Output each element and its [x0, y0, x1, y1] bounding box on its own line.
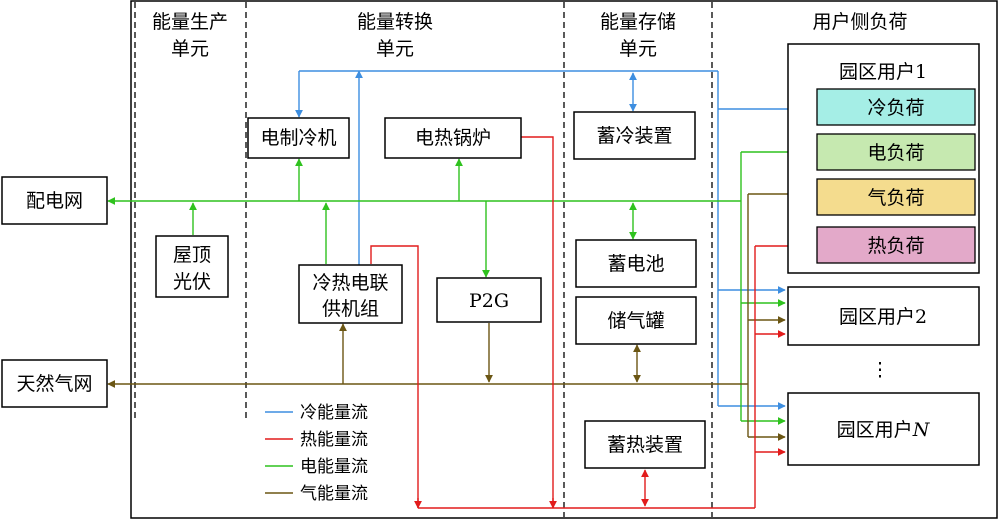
- cold-load-box: [816, 88, 976, 126]
- electric-chiller-node: 电制冷机: [247, 117, 350, 159]
- outer-frame: [130, 0, 998, 519]
- header-production-line1: 能量生产: [152, 11, 228, 33]
- cold-storage-node: 蓄冷装置: [573, 111, 696, 160]
- gas-grid-node: 天然气网: [1, 359, 108, 408]
- p2g-node: P2G: [436, 277, 542, 323]
- header-conversion-line2: 单元: [376, 38, 414, 60]
- rooftop-pv-node: 屋顶 光伏: [155, 235, 229, 298]
- heat-load-box: [816, 226, 976, 264]
- user2-label: 园区用户2: [839, 306, 927, 328]
- heat-flow-lines: [370, 136, 816, 509]
- header-user-load: 用户侧负荷: [812, 11, 907, 33]
- header-storage-line1: 能量存储: [600, 11, 676, 33]
- gas-tank-node: 储气罐: [575, 296, 697, 345]
- header-storage-line2: 单元: [619, 38, 657, 60]
- user1-label: 园区用户1: [839, 61, 927, 83]
- header-production-line2: 单元: [171, 38, 209, 60]
- elec-load-box: [816, 133, 976, 171]
- cold-load-label: 冷负荷: [867, 97, 924, 119]
- legend: 冷能量流 热能量流 电能量流 气能量流: [265, 403, 368, 504]
- rooftop-pv-label-line2: 光伏: [173, 271, 211, 293]
- legend-gas-label: 气能量流: [300, 484, 368, 504]
- power-grid-node: 配电网: [1, 176, 108, 225]
- legend-elec-label: 电能量流: [300, 457, 368, 477]
- gas-load-label: 气负荷: [867, 187, 924, 209]
- userN-node: 园区用户N: [787, 392, 980, 466]
- rooftop-pv-label-line1: 屋顶: [173, 244, 211, 266]
- gas-load-box: [816, 178, 976, 216]
- elec-flow-lines: [107, 148, 816, 425]
- p2g-label: P2G: [469, 290, 509, 312]
- user1-group: 园区用户1 冷负荷 电负荷 气负荷 热负荷: [787, 43, 980, 274]
- chp-unit-label-line2: 供机组: [322, 298, 379, 320]
- cold-storage-label: 蓄冷装置: [596, 125, 672, 147]
- users-ellipsis: ⋮: [871, 359, 890, 381]
- electric-boiler-label: 电热锅炉: [415, 127, 491, 149]
- elec-load-label: 电负荷: [867, 142, 924, 164]
- heat-load-label: 热负荷: [867, 235, 924, 257]
- legend-heat-label: 热能量流: [300, 430, 368, 450]
- header-conversion-line1: 能量转换: [357, 11, 433, 33]
- chp-unit-label-line1: 冷热电联: [312, 272, 388, 294]
- userN-label: 园区用户N: [837, 419, 931, 441]
- chp-unit-node: 冷热电联 供机组: [298, 264, 403, 324]
- gas-flow-lines: [107, 190, 816, 441]
- gas-tank-label: 储气罐: [607, 310, 664, 332]
- electric-chiller-label: 电制冷机: [260, 127, 336, 149]
- power-grid-label: 配电网: [26, 190, 83, 212]
- battery-label: 蓄电池: [607, 253, 664, 275]
- battery-node: 蓄电池: [575, 239, 697, 288]
- user2-node: 园区用户2: [787, 286, 980, 346]
- heat-storage-label: 蓄热装置: [607, 434, 683, 456]
- cold-flow-lines: [295, 70, 816, 410]
- heat-storage-node: 蓄热装置: [584, 420, 706, 469]
- legend-cold-label: 冷能量流: [300, 403, 368, 423]
- electric-boiler-node: 电热锅炉: [384, 117, 522, 159]
- gas-grid-label: 天然气网: [16, 373, 92, 395]
